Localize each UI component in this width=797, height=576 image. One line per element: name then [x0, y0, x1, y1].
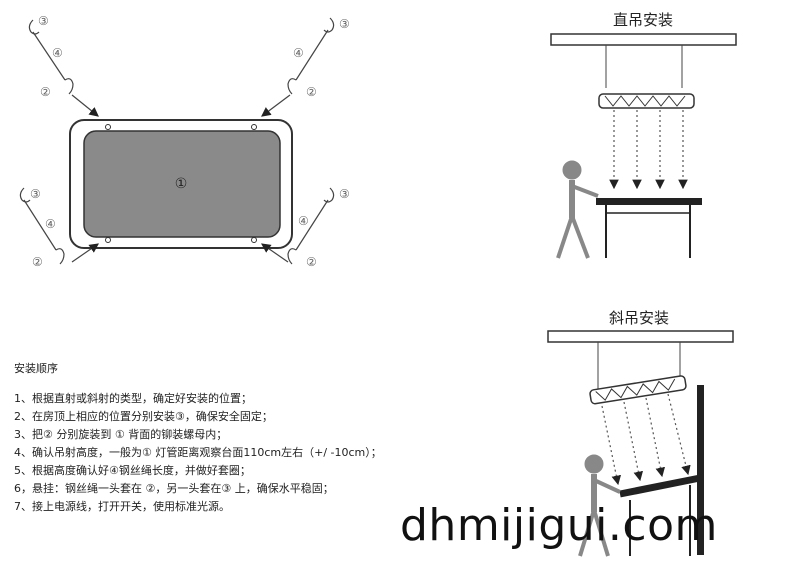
straight-hang-illustration: [550, 33, 737, 259]
label-hook: ②: [32, 255, 43, 269]
label-ceiling-hook: ③: [30, 187, 41, 201]
step-item: 4、确认吊射高度，一般为① 灯管距离观察台面110cm左右（+/ -10cm）；: [14, 446, 382, 459]
angled-hang-illustration: [547, 330, 734, 557]
step-item: 6，悬挂：钢丝绳一头套在 ②，另一头套在③ 上，确保水平稳固；: [14, 482, 334, 495]
label-ceiling-hook: ③: [339, 17, 350, 31]
person-figure: [578, 454, 621, 557]
straight-hang-title: 直吊安装: [613, 11, 674, 29]
label-wire: ④: [293, 46, 304, 60]
step-item: 3、把② 分别旋装到 ① 背面的铆装螺母内；: [14, 428, 228, 441]
step-item: 2、在房顶上相应的位置分别安装③，确保安全固定；: [14, 410, 273, 423]
label-wire: ④: [52, 46, 63, 60]
label-wire: ④: [298, 214, 309, 228]
hook-assembly-top-right: [261, 17, 335, 117]
label-hook: ②: [306, 255, 317, 269]
label-ceiling-hook: ③: [38, 14, 49, 28]
step-item: 7、接上电源线，打开开关，使用标准光源。: [14, 500, 230, 513]
step-item: 1、根据直射或斜射的类型，确定好安装的位置；: [14, 392, 252, 405]
ceiling-bar: [547, 330, 734, 343]
watermark-text: dhmijigui.com: [400, 500, 718, 551]
steps-heading: 安装顺序: [14, 362, 58, 375]
label-hook: ②: [306, 85, 317, 99]
step-item: 5、根据高度确认好④钢丝绳长度，并做好套圈；: [14, 464, 251, 477]
light-fixture: [589, 375, 687, 405]
panel-label: ①: [175, 176, 188, 192]
hook-assembly-bottom-right: [261, 187, 335, 265]
person-figure: [556, 160, 599, 259]
light-panel-topview: ①: [69, 119, 293, 249]
label-ceiling-hook: ③: [339, 187, 350, 201]
label-hook: ②: [40, 85, 51, 99]
angled-hang-title: 斜吊安装: [609, 309, 670, 327]
hook-assembly-bottom-left: [19, 187, 99, 265]
label-wire: ④: [45, 217, 56, 231]
backboard: [697, 385, 704, 555]
ceiling-bar: [550, 33, 737, 46]
hook-assembly-top-left: [28, 19, 99, 117]
installation-steps: 安装顺序 1、根据直射或斜射的类型，确定好安装的位置； 2、在房顶上相应的位置分…: [14, 360, 382, 516]
table-top: [596, 198, 702, 205]
